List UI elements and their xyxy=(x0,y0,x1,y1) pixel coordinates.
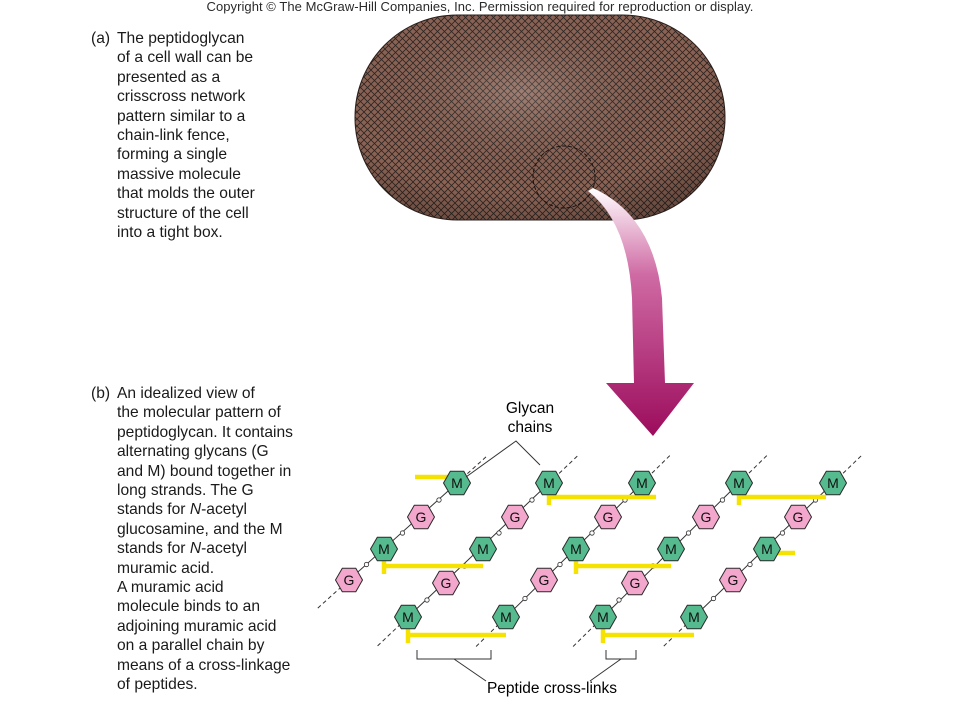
bacterial-cell xyxy=(354,14,726,221)
glycosidic-bond xyxy=(496,530,502,536)
panel-b-italic-1: N xyxy=(189,501,202,519)
magnified-region-circle xyxy=(532,145,596,209)
peptide-crosslinks-label: Peptide cross-links xyxy=(416,650,637,697)
glucosamine-label: G xyxy=(416,509,427,525)
glucosamine-unit xyxy=(691,504,721,530)
muramic-acid-label: M xyxy=(570,541,582,557)
muramic-acid-unit xyxy=(534,470,564,496)
glucosamine-unit xyxy=(431,570,461,596)
glycan-chains-label: Glycan chains xyxy=(465,400,554,478)
muramic-acid-label: M xyxy=(500,609,512,625)
peptide-crosslinks-text: Peptide cross-links xyxy=(487,680,617,697)
muramic-acid-label: M xyxy=(688,609,700,625)
panel-b-letter: (b) xyxy=(91,385,111,402)
muramic-acid-label: M xyxy=(378,541,390,557)
caption-panel-a: (a) The peptidoglycan of a cell wall can… xyxy=(91,29,341,242)
peptide-crosslinks-leader-right xyxy=(589,658,622,682)
glycosidic-bond xyxy=(719,497,726,503)
cell-wall-shading xyxy=(355,15,725,220)
glucosamine-label: G xyxy=(539,572,550,588)
muramic-acid-unit xyxy=(588,604,618,630)
glucosamine-label: G xyxy=(441,575,452,591)
muramic-acid-unit xyxy=(491,604,521,630)
panel-a-letter: (a) xyxy=(91,30,111,47)
glycan-chains-label-line-1: Glycan xyxy=(506,400,554,417)
glucosamine-unit xyxy=(718,567,748,593)
panel-a-text: The peptidoglycan of a cell wall can be … xyxy=(117,30,255,242)
glycosidic-bond xyxy=(557,561,563,568)
glucosamine-label: G xyxy=(793,509,804,525)
glycosidic-bond xyxy=(529,497,535,503)
glucosamine-label: G xyxy=(701,509,712,525)
muramic-acid-unit xyxy=(369,536,399,562)
glucosamine-unit xyxy=(334,567,364,593)
peptide-crosslinks-leader-left xyxy=(453,658,487,682)
copyright-notice: Copyright © The McGraw-Hill Companies, I… xyxy=(206,0,754,14)
muramic-acid-unit xyxy=(752,536,782,562)
caption-panel-b: (b) An idealized view of the molecular p… xyxy=(91,384,331,695)
panel-b-text-part-1: An idealized view of the molecular patte… xyxy=(117,385,293,519)
glucosamine-label: G xyxy=(344,572,355,588)
muramic-acid-unit xyxy=(442,470,472,496)
zoom-arrow xyxy=(588,188,694,436)
glycosidic-bond xyxy=(436,497,442,503)
muramic-acid-label: M xyxy=(827,475,839,491)
glucosamine-unit xyxy=(406,504,436,530)
glucosamine-label: G xyxy=(510,509,521,525)
muramic-acid-label: M xyxy=(477,541,489,557)
muramic-acid-label: M xyxy=(451,475,463,491)
muramic-acid-label: M xyxy=(543,475,555,491)
muramic-acid-unit xyxy=(627,470,657,496)
glycosidic-bond xyxy=(522,595,528,602)
muramic-acid-label: M xyxy=(665,541,677,557)
muramic-acid-unit xyxy=(724,470,754,496)
panel-b-text: An idealized view of the molecular patte… xyxy=(91,384,331,695)
muramic-acid-unit xyxy=(393,604,423,630)
muramic-acid-unit xyxy=(561,536,591,562)
glycosidic-bond xyxy=(779,530,786,536)
glucosamine-unit xyxy=(620,570,650,596)
glycosidic-bond xyxy=(399,530,406,536)
glycosidic-bond xyxy=(747,561,753,568)
glycosidic-bond xyxy=(589,530,595,536)
glucosamine-label: G xyxy=(728,572,739,588)
glycosidic-bond xyxy=(363,561,370,568)
muramic-acid-unit xyxy=(679,604,709,630)
glucosamine-unit xyxy=(529,567,559,593)
muramic-acid-unit xyxy=(818,470,848,496)
glycosidic-bond xyxy=(685,530,692,536)
panel-b-italic-2: N xyxy=(189,540,202,558)
glucosamine-label: G xyxy=(603,509,614,525)
muramic-acid-unit xyxy=(656,536,686,562)
glycosidic-bond xyxy=(710,595,717,602)
muramic-acid-unit xyxy=(468,536,498,562)
muramic-acid-label: M xyxy=(733,475,745,491)
muramic-acid-label: M xyxy=(402,609,414,625)
muramic-acid-label: M xyxy=(597,609,609,625)
glucosamine-label: G xyxy=(630,575,641,591)
cell-wall-outline xyxy=(354,14,726,221)
peptide-crosslinks-bracket-right xyxy=(605,650,637,660)
panel-b-text-part-2: -acetyl glucosamine, and the M stands fo… xyxy=(117,501,283,558)
glycan-chains-callout xyxy=(465,440,541,478)
glucosamine-unit xyxy=(500,504,530,530)
panel-b-text-part-3: -acetyl muramic acid. A muramic acid mol… xyxy=(117,540,291,694)
glycan-chains-label-line-2: chains xyxy=(508,419,553,436)
glucosamine-unit xyxy=(593,504,623,530)
muramic-acid-label: M xyxy=(761,541,773,557)
peptide-crosslinks-bracket-left xyxy=(416,650,492,660)
glycosidic-bond xyxy=(424,597,430,603)
glycosidic-bond xyxy=(616,597,622,603)
muramic-acid-label: M xyxy=(636,475,648,491)
peptidoglycan-lattice: G M G M M G M G M M G M G M M G M G M M G M G M xyxy=(317,453,864,647)
glucosamine-unit xyxy=(783,504,813,530)
